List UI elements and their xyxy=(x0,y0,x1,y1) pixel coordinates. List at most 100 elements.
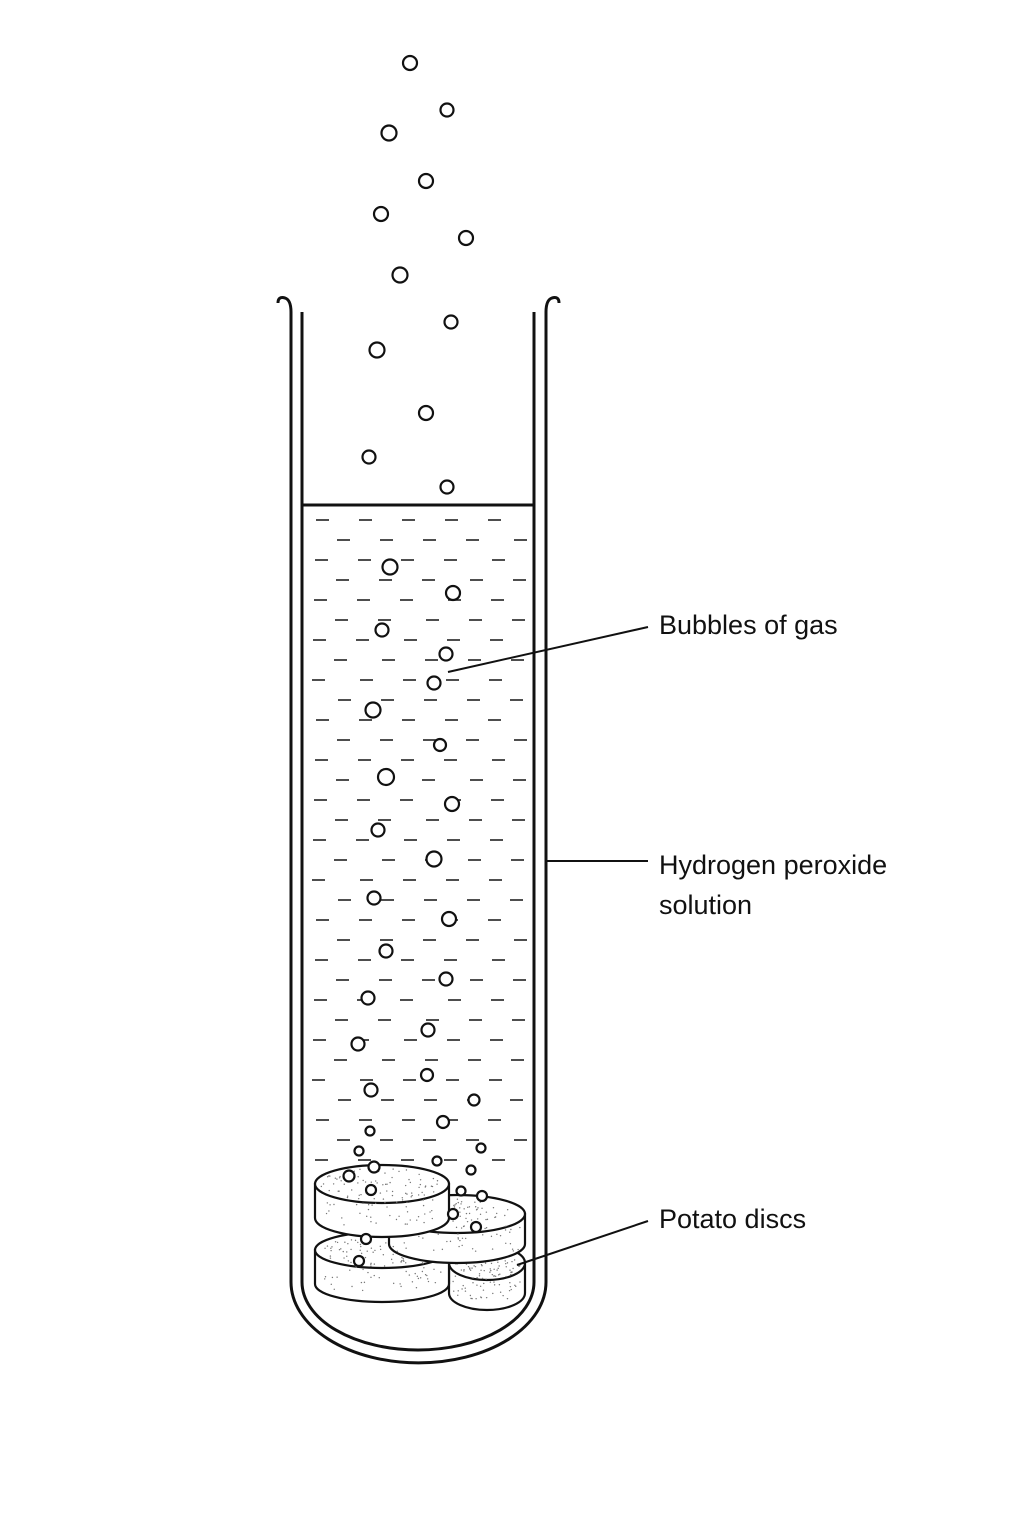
potato-disc-top xyxy=(313,1163,451,1205)
gas-bubble xyxy=(372,205,390,223)
disc-speckle xyxy=(472,1282,474,1284)
disc-speckle xyxy=(371,1204,373,1206)
disc-speckle xyxy=(330,1247,332,1249)
disc-speckle xyxy=(483,1269,485,1272)
disc-speckle xyxy=(357,1182,359,1184)
disc-speckle xyxy=(367,1271,369,1274)
disc-speckle xyxy=(403,1260,405,1263)
disc-speckle xyxy=(423,1267,425,1269)
disc-speckle xyxy=(509,1285,512,1288)
disc-speckle xyxy=(362,1268,364,1271)
disc-speckle xyxy=(329,1257,332,1259)
disc-speckle xyxy=(469,1267,471,1269)
disc-speckle xyxy=(355,1203,358,1206)
disc-speckle xyxy=(462,1284,464,1287)
disc-speckle xyxy=(373,1263,376,1265)
disc-speckle xyxy=(324,1276,327,1278)
disc-speckle xyxy=(452,1280,454,1283)
disc-speckle xyxy=(379,1248,382,1251)
disc-speckle xyxy=(468,1206,471,1208)
disc-speckle xyxy=(509,1269,511,1271)
disc-speckle xyxy=(360,1281,363,1284)
gas-bubble xyxy=(391,266,409,284)
disc-speckle xyxy=(490,1262,493,1265)
disc-speckle xyxy=(404,1184,407,1187)
disc-speckle xyxy=(493,1275,496,1277)
disc-speckle xyxy=(519,1265,521,1267)
disc-speckle xyxy=(479,1285,482,1287)
disc-speckle xyxy=(334,1177,337,1179)
gas-bubble xyxy=(435,1114,451,1130)
gas-bubble xyxy=(370,822,386,838)
gas-bubble xyxy=(465,1164,477,1176)
disc-speckle xyxy=(467,1265,470,1268)
disc-speckle xyxy=(464,1237,467,1240)
disc-speckle xyxy=(485,1227,488,1229)
gas-bubble xyxy=(364,1183,378,1197)
disc-speckle xyxy=(422,1199,425,1201)
disc-speckle xyxy=(478,1273,481,1275)
gas-bubble xyxy=(443,795,461,813)
gas-bubble xyxy=(419,1067,435,1083)
disc-speckle xyxy=(326,1245,329,1247)
disc-speckle xyxy=(446,1240,448,1243)
disc-speckle xyxy=(350,1248,352,1251)
disc-speckle xyxy=(511,1248,514,1250)
disc-speckle xyxy=(405,1169,408,1171)
disc-speckle xyxy=(492,1292,494,1295)
gas-bubble xyxy=(363,1082,379,1098)
gas-bubble xyxy=(360,990,376,1006)
disc-speckle xyxy=(406,1201,408,1204)
disc-speckle xyxy=(467,1206,469,1209)
disc-speckle xyxy=(386,1190,388,1192)
disc-speckle xyxy=(379,1192,382,1194)
disc-speckle xyxy=(417,1277,420,1280)
disc-speckle xyxy=(342,1250,344,1253)
disc-speckle xyxy=(325,1212,328,1215)
disc-speckle xyxy=(476,1208,478,1210)
disc-speckle xyxy=(382,1198,385,1200)
disc-speckle xyxy=(351,1189,353,1191)
disc-speckle xyxy=(474,1265,477,1268)
disc-speckle xyxy=(408,1178,410,1181)
disc-speckle xyxy=(453,1204,455,1207)
disc-speckle xyxy=(482,1234,484,1236)
disc-speckle xyxy=(489,1268,491,1270)
disc-speckle xyxy=(512,1250,515,1252)
gas-bubble xyxy=(353,1145,365,1157)
disc-speckle xyxy=(499,1291,502,1293)
disc-speckle xyxy=(504,1260,506,1262)
disc-speckle xyxy=(462,1225,465,1228)
gas-bubble xyxy=(432,737,448,753)
disc-speckle xyxy=(329,1204,331,1206)
disc-speckle xyxy=(326,1176,329,1178)
disc-speckle xyxy=(337,1190,339,1192)
disc-speckle xyxy=(421,1262,424,1264)
disc-speckle xyxy=(418,1173,420,1176)
disc-speckle xyxy=(494,1216,496,1219)
disc-speckle xyxy=(466,1220,469,1223)
gas-bubble xyxy=(367,1160,381,1174)
disc-speckle xyxy=(341,1217,343,1219)
disc-speckle xyxy=(416,1275,419,1278)
disc-speckle xyxy=(437,1233,439,1235)
disc-speckle xyxy=(436,1180,439,1182)
disc-speckle xyxy=(510,1273,512,1276)
disc-speckle xyxy=(405,1270,407,1273)
disc-speckle xyxy=(379,1245,381,1248)
gas-bubble xyxy=(417,404,435,422)
disc-speckle xyxy=(329,1255,332,1257)
disc-speckle xyxy=(454,1204,456,1206)
disc-speckle xyxy=(460,1203,462,1205)
disc-speckle xyxy=(441,1248,444,1251)
disc-speckle xyxy=(410,1192,413,1194)
disc-speckle xyxy=(360,1245,362,1248)
disc-speckle xyxy=(408,1274,411,1276)
disc-speckle xyxy=(366,1250,368,1252)
disc-speckle xyxy=(457,1294,459,1296)
disc-speckle xyxy=(517,1248,519,1251)
gas-bubble xyxy=(431,1155,443,1167)
disc-speckle xyxy=(513,1259,516,1261)
disc-speckle xyxy=(370,1216,372,1218)
potato-leader-line xyxy=(516,1220,649,1266)
